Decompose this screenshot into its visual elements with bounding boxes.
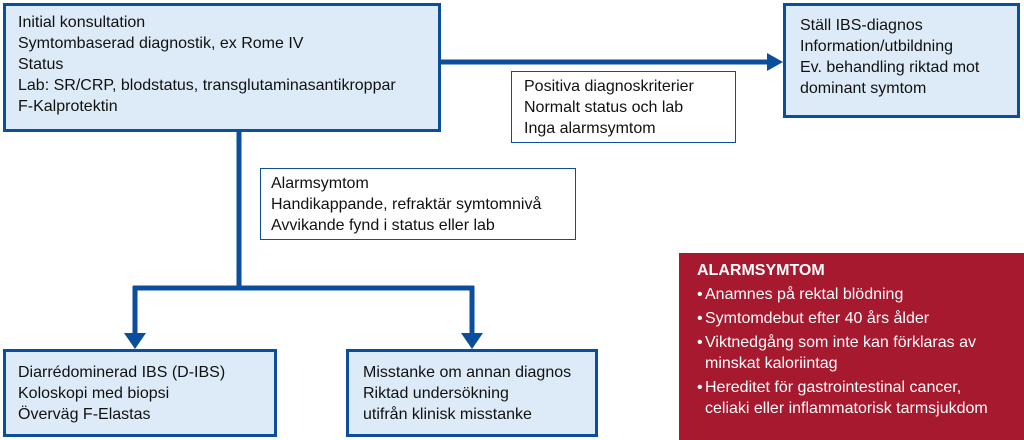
alarm-item-text-continued: celiaki eller inflammatorisk tarmsjukdom — [705, 400, 988, 417]
alarm-list-item: • Symtomdebut efter 40 års ålder — [697, 308, 1024, 329]
box-line: Information/utbildning — [800, 38, 953, 55]
alarm-list-item: • Anamnes på rektal blödning — [697, 284, 1024, 305]
arrowhead-down-d-ibs — [124, 333, 146, 349]
box-line: Symtombaserad diagnostik, ex Rome IV — [18, 35, 304, 52]
initial-consultation-box: Initial konsultation Symtombaserad diagn… — [3, 3, 441, 132]
bullet-icon: • — [697, 286, 703, 303]
bullet-icon: • — [697, 379, 703, 396]
box-line: Överväg F-Elastas — [18, 406, 151, 423]
alarm-criteria-box: Alarmsymtom Handikappande, refraktär sym… — [260, 168, 576, 240]
alarm-item-text: Viktnedgång som inte kan förklaras av — [705, 334, 976, 351]
alarm-list-item: • Hereditet för gastrointestinal cancer,… — [697, 377, 1024, 419]
positive-criteria-box: Positiva diagnoskriterier Normalt status… — [511, 71, 736, 143]
box-line: Initial konsultation — [18, 14, 146, 31]
alarm-item-text: Symtomdebut efter 40 års ålder — [705, 310, 930, 327]
box-line: Misstanke om annan diagnos — [363, 364, 572, 381]
alarm-panel-title: ALARMSYMTOM — [697, 262, 825, 279]
ibs-diagnosis-box: Ställ IBS-diagnos Information/utbildning… — [783, 3, 1020, 118]
box-line: Normalt status och lab — [524, 99, 684, 116]
box-line: F-Kalprotektin — [18, 98, 118, 115]
bullet-icon: • — [697, 334, 703, 351]
box-line: Inga alarmsymtom — [524, 120, 656, 137]
other-diagnosis-box: Misstanke om annan diagnos Riktad unders… — [346, 349, 598, 437]
box-line: dominant symtom — [800, 80, 927, 97]
alarm-symptoms-panel: ALARMSYMTOM • Anamnes på rektal blödning… — [679, 253, 1024, 440]
alarm-item-text-continued: minskat kaloriintag — [705, 355, 838, 372]
box-line: Koloskopi med biopsi — [18, 385, 170, 402]
box-line: Status — [18, 56, 64, 73]
box-line: Riktad undersökning — [363, 385, 509, 402]
box-line: Ev. behandling riktad mot — [800, 59, 980, 76]
arrowhead-down-other — [461, 333, 483, 349]
box-line: Handikappande, refraktär symtomnivå — [271, 196, 542, 213]
alarm-list-item: • Viktnedgång som inte kan förklaras av … — [697, 332, 1024, 374]
alarm-item-text: Hereditet för gastrointestinal cancer, — [705, 379, 962, 396]
box-line: Positiva diagnoskriterier — [524, 78, 694, 95]
box-line: Alarmsymtom — [271, 175, 369, 192]
box-line: utifrån klinisk misstanke — [363, 406, 532, 423]
alarm-item-text: Anamnes på rektal blödning — [705, 286, 904, 303]
box-line: Lab: SR/CRP, blodstatus, transglutaminas… — [18, 77, 396, 94]
d-ibs-box: Diarrédominerad IBS (D-IBS) Koloskopi me… — [3, 349, 277, 437]
bullet-icon: • — [697, 310, 703, 327]
box-line: Diarrédominerad IBS (D-IBS) — [18, 364, 226, 381]
box-line: Avvikande fynd i status eller lab — [271, 217, 495, 234]
box-line: Ställ IBS-diagnos — [800, 17, 923, 34]
arrowhead-right — [767, 53, 783, 71]
